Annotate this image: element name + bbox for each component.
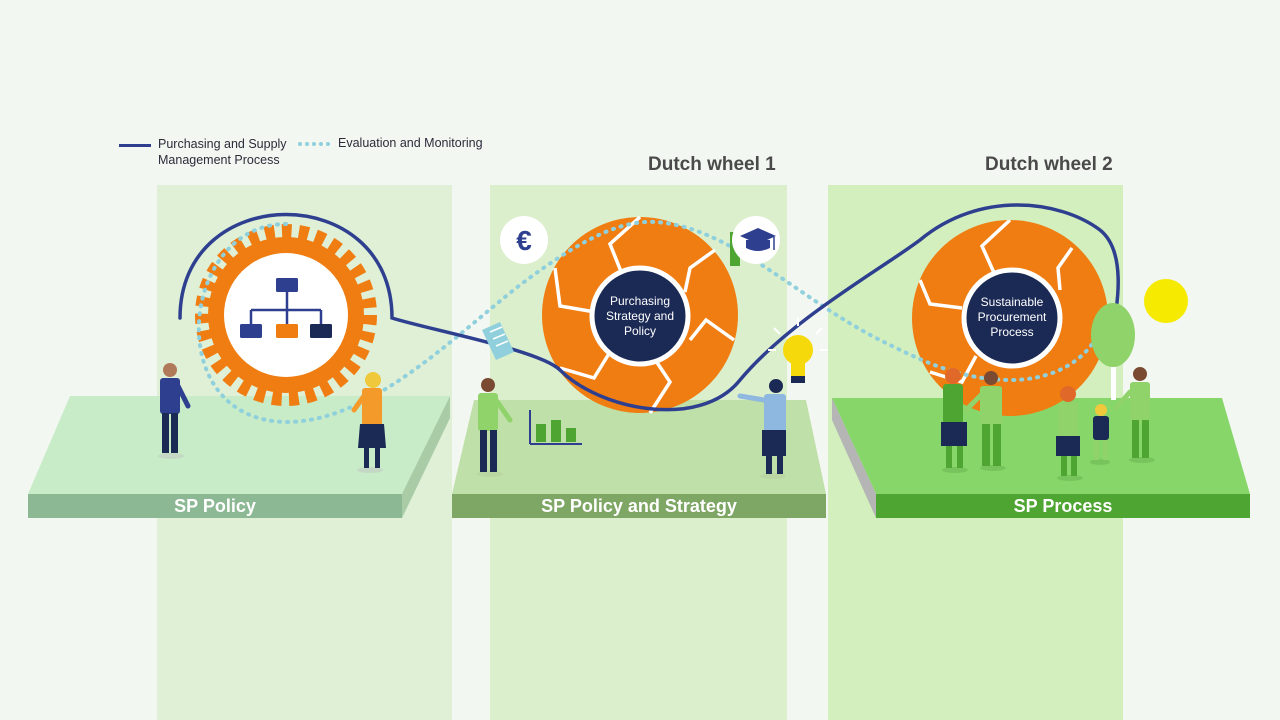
wheel2-center-line1: Sustainable xyxy=(980,295,1044,309)
wheel1-center-line3: Policy xyxy=(623,324,656,338)
person-woman-orange xyxy=(351,372,386,473)
person-woman-2-process xyxy=(1056,386,1083,481)
org-chart-icon xyxy=(240,278,332,338)
svg-text:€: € xyxy=(516,225,532,256)
person-man-green xyxy=(477,378,513,477)
person-man-process xyxy=(963,371,1006,471)
legend-process-label-line1: Purchasing and Supply xyxy=(158,137,287,151)
platform-label-sp-process: SP Process xyxy=(1013,496,1113,516)
platform-sp-policy-strategy xyxy=(452,400,826,518)
platform-label-sp-policy-strategy: SP Policy and Strategy xyxy=(541,496,737,516)
bar-chart-icon xyxy=(529,410,582,445)
wheel1-title: Dutch wheel 1 xyxy=(648,154,776,175)
wheel2-center-line3: Process xyxy=(990,325,1034,339)
person-man-2-process xyxy=(1113,367,1155,463)
legend-process-label-line2: Management Process xyxy=(158,153,280,167)
wheel2-center-line2: Procurement xyxy=(977,310,1047,324)
legend-evaluation-label: Evaluation and Monitoring xyxy=(338,136,483,150)
person-woman-1-process xyxy=(941,368,968,473)
legend-process-label: Purchasing and Supply Management Process xyxy=(158,136,287,168)
euro-icon: € xyxy=(500,216,548,264)
tree-icon xyxy=(1091,303,1135,400)
legend-process-swatch xyxy=(119,144,151,147)
wheel2-disc xyxy=(912,220,1108,416)
graduation-cap-icon xyxy=(730,216,780,266)
evaluation-monitoring-line xyxy=(196,219,1102,425)
wheel1-center-line2: Strategy and xyxy=(605,309,675,323)
person-woman-light-blue xyxy=(737,379,786,479)
wheel1-center-line1: Purchasing xyxy=(609,294,671,308)
purchasing-process-line xyxy=(178,203,1120,412)
wheel2-center-label: Sustainable Procurement Process xyxy=(962,295,1062,340)
wheel1-center-label: Purchasing Strategy and Policy xyxy=(590,294,690,339)
receipt-icon xyxy=(482,322,514,360)
platform-label-sp-policy: SP Policy xyxy=(174,496,256,516)
wheel2-title: Dutch wheel 2 xyxy=(985,154,1113,175)
sun-icon xyxy=(1144,279,1188,323)
person-man-blue xyxy=(158,363,191,459)
person-child-process xyxy=(1090,404,1110,465)
platform-sp-policy xyxy=(28,396,450,518)
light-bulb-icon xyxy=(768,318,828,383)
wheel1-disc xyxy=(542,215,738,414)
legend-evaluation-swatch xyxy=(298,142,330,146)
